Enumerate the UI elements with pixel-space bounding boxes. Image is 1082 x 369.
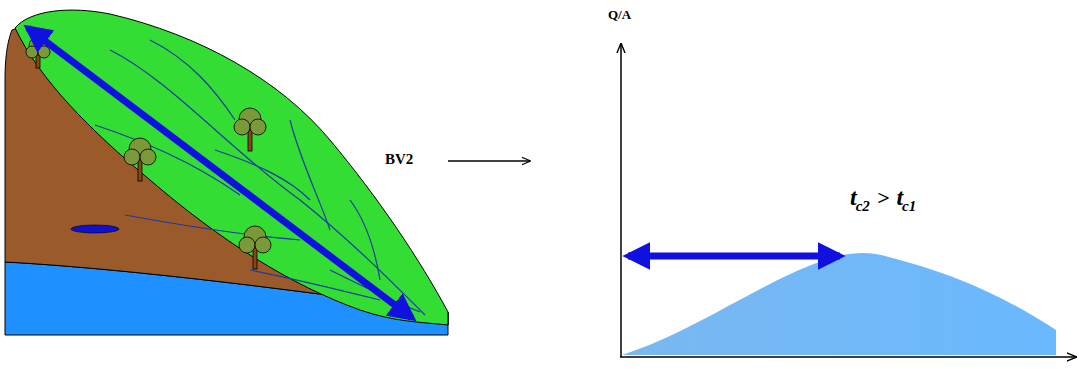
formula-subscript: c1 bbox=[902, 199, 916, 214]
lake bbox=[71, 225, 119, 233]
y-axis bbox=[620, 44, 622, 357]
trees bbox=[26, 37, 271, 269]
axis-label: Q/A bbox=[608, 8, 631, 21]
streams bbox=[95, 40, 425, 315]
time-of-concentration-arrow bbox=[628, 253, 840, 260]
hydrograph-fill bbox=[622, 253, 1056, 355]
x-axis bbox=[620, 356, 1076, 358]
flow-length-arrow bbox=[28, 28, 412, 318]
formula-symbol: t bbox=[850, 185, 857, 209]
pointer-arrow bbox=[448, 160, 530, 161]
formula-symbol: t bbox=[896, 185, 903, 209]
formula-operator: > bbox=[877, 187, 890, 209]
formula-subscript: c2 bbox=[856, 199, 870, 214]
hillslope bbox=[15, 10, 448, 325]
basin-label: BV2 bbox=[385, 152, 413, 167]
